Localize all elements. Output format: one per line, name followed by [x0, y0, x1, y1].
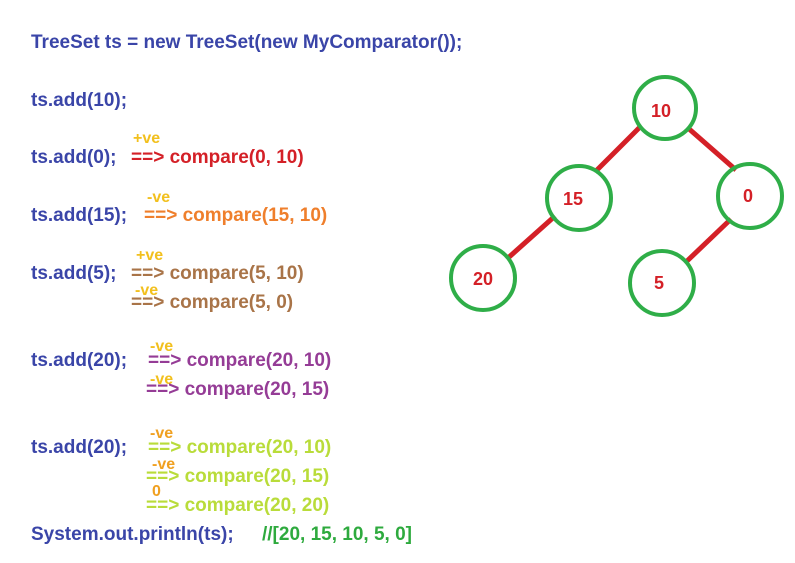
sign-note: +ve: [133, 130, 161, 147]
edge-0-5: [684, 217, 733, 264]
edge-10-15: [593, 124, 643, 174]
output-comment: //[20, 15, 10, 5, 0]: [262, 524, 412, 545]
code-add-20: ts.add(20);: [31, 350, 128, 371]
node-label-10: 10: [651, 101, 672, 121]
compare-call: ==> compare(20, 15): [146, 466, 330, 487]
code-println: System.out.println(ts);: [31, 524, 234, 545]
node-label-5: 5: [654, 273, 665, 293]
tree-node-10: [632, 75, 698, 141]
node-label-20: 20: [473, 269, 494, 289]
compare-call: ==> compare(20, 15): [146, 379, 330, 400]
node-label-0: 0: [743, 186, 754, 206]
code-add-20-duplicate: ts.add(20);: [31, 437, 128, 458]
compare-call: ==> compare(5, 10): [131, 263, 304, 284]
tree-node-15: [545, 164, 613, 232]
sign-note: -ve: [152, 456, 176, 473]
compare-call: ==> compare(0, 10): [131, 147, 304, 168]
tree-node-5: [628, 249, 696, 317]
sign-note: 0: [152, 483, 161, 500]
compare-call: ==> compare(5, 0): [131, 292, 294, 313]
sign-note: -ve: [147, 189, 171, 206]
treeset-declaration: TreeSet ts = new TreeSet(new MyComparato…: [31, 32, 463, 53]
sign-note: +ve: [136, 247, 164, 264]
edge-15-20: [506, 214, 557, 260]
sign-note: -ve: [135, 282, 159, 299]
code-add-5: ts.add(5);: [31, 263, 117, 284]
sign-note: -ve: [150, 425, 174, 442]
node-label-15: 15: [563, 189, 584, 209]
compare-call: ==> compare(15, 10): [144, 205, 328, 226]
code-add-15: ts.add(15);: [31, 205, 128, 226]
tree-node-0: [716, 162, 784, 230]
code-add-0: ts.add(0);: [31, 147, 117, 168]
compare-call: ==> compare(20, 10): [148, 350, 332, 371]
compare-call: ==> compare(20, 20): [146, 495, 330, 516]
code-add-10: ts.add(10);: [31, 90, 128, 111]
edge-10-0: [686, 126, 738, 172]
tree-node-20: [449, 244, 517, 312]
sign-note: -ve: [150, 338, 174, 355]
sign-note: -ve: [150, 371, 174, 388]
compare-call: ==> compare(20, 10): [148, 437, 332, 458]
